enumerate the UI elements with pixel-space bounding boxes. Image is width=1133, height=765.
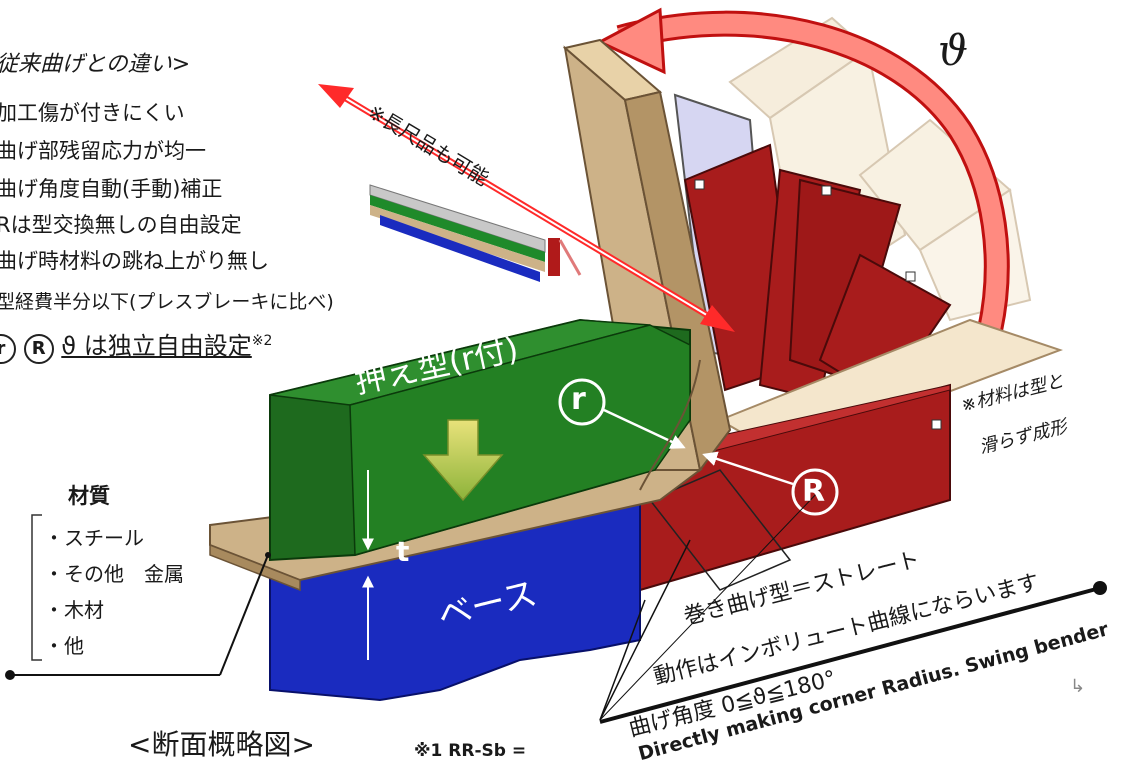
materials-bracket <box>31 514 42 661</box>
advantages-title: 従来曲げとの違い> <box>0 52 191 77</box>
advantage-item: 加工傷が付きにくい <box>0 101 185 125</box>
angle-theta: ϑ <box>938 26 969 75</box>
circle-r-mark: r <box>0 334 16 364</box>
caption-line <box>599 581 1107 724</box>
section-caption: <断面概略図> <box>128 728 315 761</box>
cursor-icon: ↳ <box>1070 676 1086 697</box>
material-item: ・木材 <box>44 598 104 622</box>
R-label: R <box>802 474 826 509</box>
independent-setting-text: ϑ は独立自由設定 <box>61 332 252 360</box>
advantage-item: 曲げ時材料の跳ね上がり無し <box>0 249 269 273</box>
press-down-arrow <box>422 419 504 502</box>
material-leader <box>5 552 271 680</box>
rotation-arrow <box>596 7 1010 333</box>
material-item: ・その他 金属 <box>44 562 184 586</box>
bending-die <box>639 383 951 592</box>
advantage-item: Rは型交換無しの自由設定 <box>0 213 242 237</box>
r-label: r <box>571 382 586 417</box>
involute-curve <box>639 359 701 491</box>
long-part-inset <box>369 184 582 282</box>
thickness-label: t <box>396 535 410 568</box>
footnote-1: ※1 RR-Sb = <box>414 741 527 761</box>
R-pointer <box>702 451 839 516</box>
advantage-item: 曲げ部残留応力が均一 <box>0 139 206 163</box>
material-item: ・他 <box>44 634 84 658</box>
advantage-item: 型経費半分以下(プレスブレーキに比べ) <box>0 291 334 313</box>
long-double-arrow <box>318 84 735 332</box>
description-leaders <box>599 489 821 721</box>
independent-setting-line: r R ϑ は独立自由設定※2 <box>0 326 272 364</box>
materials-title: 材質 <box>68 484 110 508</box>
advantage-item: 曲げ角度自動(手動)補正 <box>0 177 223 201</box>
material-item: ・スチール <box>44 526 144 550</box>
circle-R-mark: R <box>23 334 54 364</box>
footnote-ref-2: ※2 <box>251 333 273 349</box>
swing-dies <box>673 93 952 402</box>
